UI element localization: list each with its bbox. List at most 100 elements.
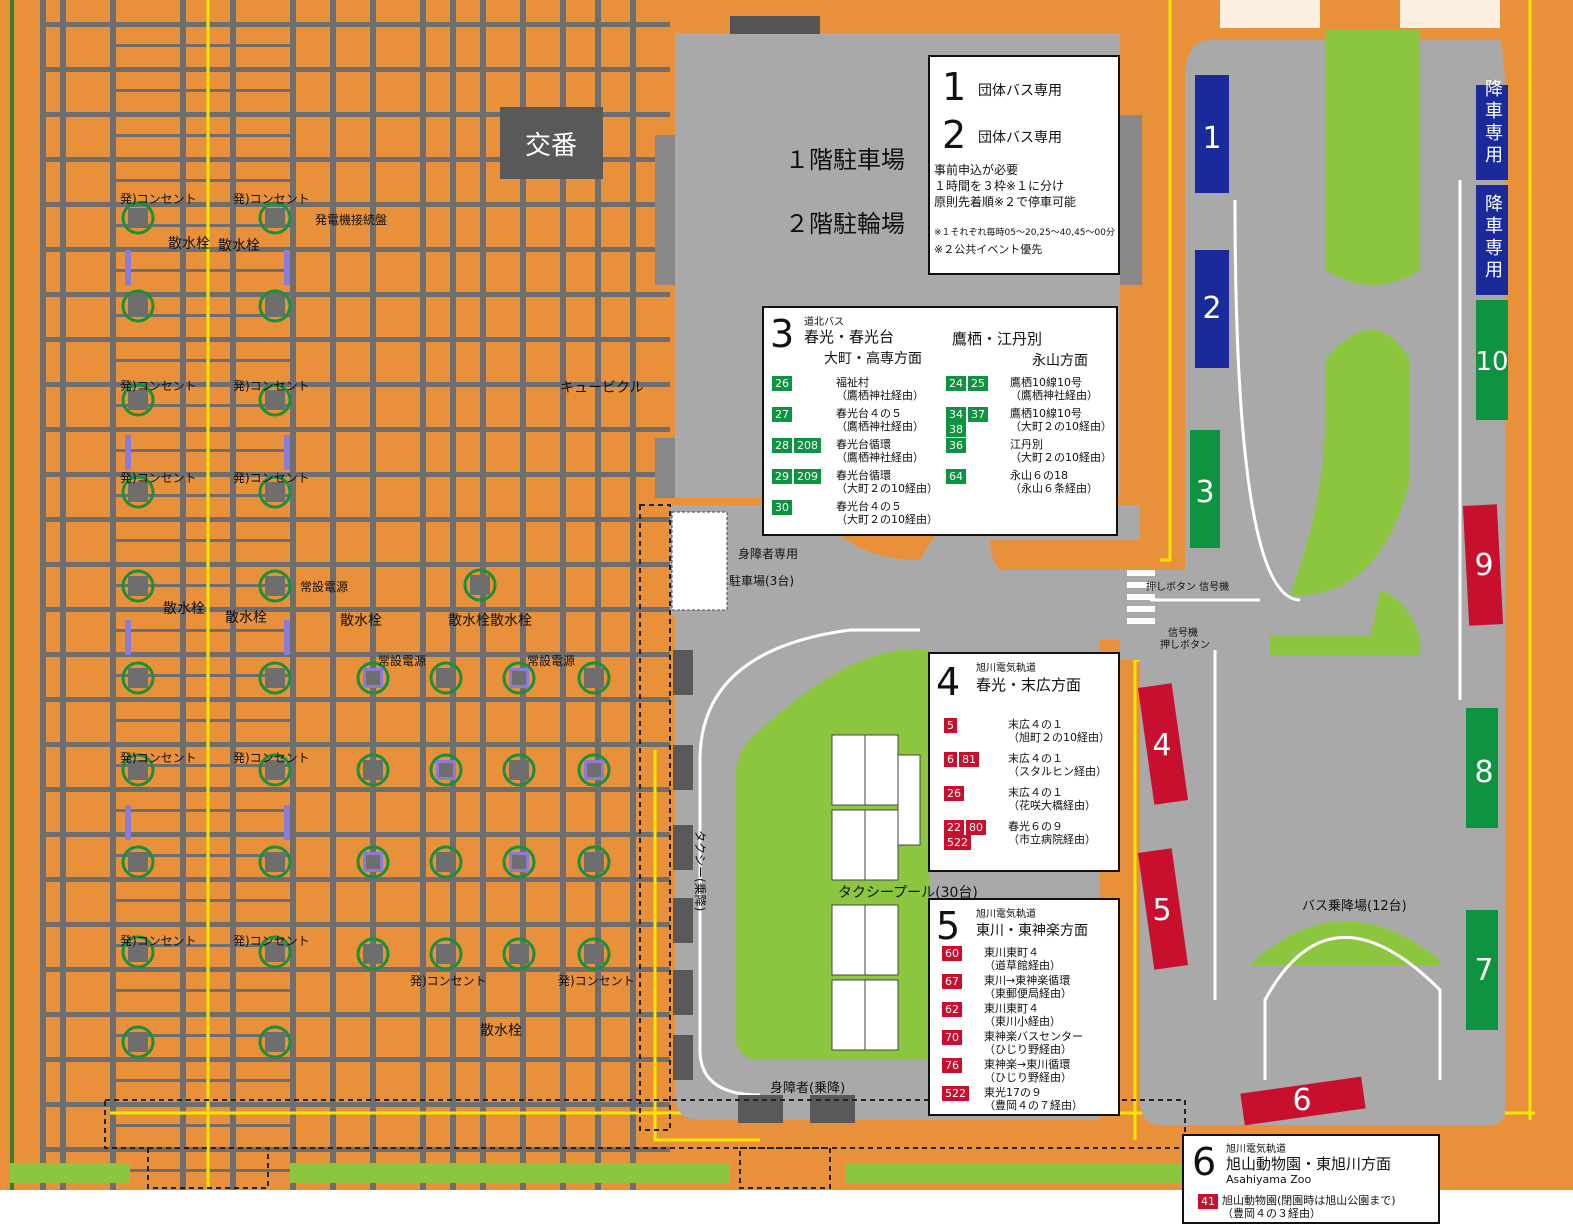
cubicle-label: キュービクル (560, 380, 644, 396)
panel4-num: 4 (936, 660, 961, 704)
route-destination: 福祉村 （鷹栖神社経由） (836, 376, 924, 402)
outlet-label: 発)コンセント (233, 192, 310, 206)
route-number-badge: 209 (794, 469, 821, 484)
panel12-num2: 2 (942, 113, 967, 157)
parking-floor2-label: ２階駐輪場 (785, 210, 905, 238)
hydrant-label: 散水栓 (168, 236, 210, 252)
police-box (500, 107, 603, 179)
route-number-badge: 28 (772, 438, 792, 453)
stop-6-number: 6 (1292, 1083, 1311, 1118)
route-number-badge: 62 (942, 1002, 962, 1017)
outlet-label: 発)コンセント (120, 379, 197, 393)
down-only-1 (1476, 85, 1508, 180)
panel6-operator: 旭川電気軌道 (1226, 1144, 1286, 1155)
route-number-badge: 522 (942, 1086, 969, 1101)
route-number-badge: 24 (946, 376, 966, 391)
route-number-badge: 34 (946, 407, 966, 422)
outlet-label: 発)コンセント (410, 974, 487, 988)
down-only-label-1: 降車専用 (1485, 79, 1503, 166)
route-number-badge: 76 (942, 1058, 962, 1073)
panel3-right-head2: 永山方面 (1032, 353, 1088, 369)
route-number-badge: 60 (942, 946, 962, 961)
panel12-foot2: ※２公共イベント優先 (934, 243, 1043, 256)
route-destination: 春光台４の５ （大町２の10経由） (836, 500, 938, 526)
panel6-sub: Asahiyama Zoo (1226, 1173, 1312, 1186)
route-row: 522 東光17の９ （豊岡４の７経由） (942, 1086, 1118, 1112)
taxi-rider-label: タクシー(乗降) (693, 830, 707, 911)
bus-stop-6 (1240, 1076, 1366, 1126)
panel5-operator: 旭川電気軌道 (976, 909, 1036, 920)
route-number-badge: 27 (772, 407, 792, 422)
outlet-label: 発)コンセント (120, 471, 197, 485)
panel4-head: 春光・末広方面 (976, 676, 1082, 694)
panel12-num1: 1 (942, 65, 967, 109)
taxi-pool-label: タクシープール(30台) (838, 885, 978, 901)
route-destination: 旭山動物園(閉園時は旭山公園まで) （豊岡４の３経由） (1222, 1194, 1396, 1220)
route-row: 26 福祉村 （鷹栖神社経由） (772, 376, 942, 405)
stop-3-number: 3 (1195, 475, 1214, 510)
route-number-badge: 26 (944, 786, 964, 801)
hydrant-label: 散水栓 (490, 613, 532, 629)
route-destination: 東川→東神楽循環 （東郵便局経由） (984, 974, 1072, 1000)
panel4-operator: 旭川電気軌道 (976, 663, 1036, 674)
panel5-head: 東川・東神楽方面 (976, 923, 1088, 939)
route-destination: 末広４の１ （旭町２の10経由） (1008, 718, 1110, 744)
panel3-left-head1: 春光・春光台 (804, 328, 895, 346)
route-destination: 東神楽→東川循環 （ひじり野経由） (984, 1058, 1072, 1084)
outlet-label: 発)コンセント (120, 192, 197, 206)
route-destination: 春光６の９ （市立病院経由） (1008, 820, 1096, 846)
panel12-foot1: ※１それぞれ毎時05～20,25～40,45～00分 (934, 228, 1115, 238)
route-number-badge: 22 (944, 820, 964, 835)
route-row: 62 東川東町４ （東川小経由） (942, 1002, 1118, 1028)
route-row: 41 旭山動物園(閉園時は旭山公園まで) （豊岡４の３経由） (1198, 1194, 1438, 1220)
down-only-2 (1476, 185, 1508, 295)
trees (121, 201, 611, 1059)
outlet-label: 発)コンセント (233, 934, 310, 948)
permanent-power-label: 常設電源 (378, 653, 426, 668)
route-number-badge: 36 (946, 438, 966, 453)
route-number-badge: 6 (944, 752, 957, 767)
route-destination: 東川東町４ （東川小経由） (984, 1002, 1061, 1028)
route-destination: 東光17の９ （豊岡４の７経由） (984, 1086, 1083, 1112)
stop-10-number: 10 (1475, 347, 1508, 377)
route-number-badge: 25 (968, 376, 988, 391)
panel12-text2: 団体バス専用 (978, 130, 1062, 146)
route-number-badge: 208 (794, 438, 821, 453)
down-only-label-2: 降車専用 (1485, 194, 1503, 281)
bus-stop-5 (1137, 848, 1189, 970)
route-number-badge: 29 (772, 469, 792, 484)
route-destination: 春光台循環 （鷹栖神社経由） (836, 438, 924, 464)
hydrant-label: 散水栓 (448, 613, 490, 629)
route-number-badge: 80 (966, 820, 986, 835)
outlet-label: 発)コンセント (233, 379, 310, 393)
route-number-badge: 41 (1198, 1194, 1218, 1209)
outlet-label: 発)コンセント (120, 751, 197, 765)
signal-label-2: 信号機 (1168, 626, 1198, 639)
panel3-right-head1: 鷹栖・江丹別 (952, 330, 1043, 348)
bus-stop-7 (1466, 910, 1498, 1030)
stop-1-number: 1 (1202, 121, 1221, 156)
panel12-note1: 事前申込が必要 (934, 163, 1019, 177)
permanent-power-label: 常設電源 (300, 579, 348, 594)
hydrant-label: 散水栓 (480, 1023, 522, 1039)
hydrant-label: 散水栓 (225, 610, 267, 626)
route-number-badge: 26 (772, 376, 792, 391)
route-row: 76 東神楽→東川循環 （ひじり野経由） (942, 1058, 1118, 1084)
push-button-signal-label: 押しボタン 信号機 (1146, 580, 1229, 593)
panel12-text1: 団体バス専用 (978, 83, 1062, 99)
panel5-num: 5 (936, 904, 961, 948)
route-destination: 鷹栖10線10号 （鷹栖神社経由） (1010, 376, 1098, 402)
